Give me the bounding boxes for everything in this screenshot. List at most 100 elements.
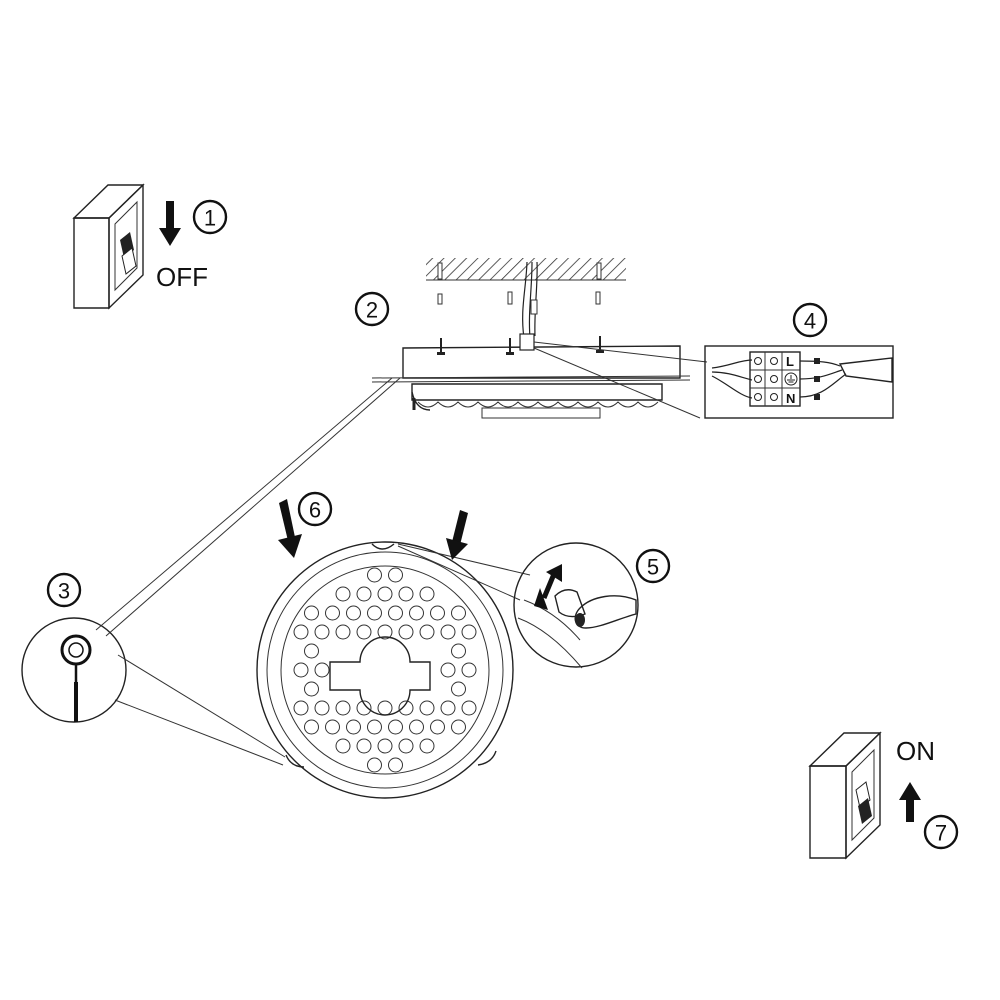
led-dot	[388, 757, 403, 773]
neutral-terminal-label: N	[786, 391, 795, 406]
step-1-badge: 1	[192, 199, 228, 235]
led-dot	[419, 586, 435, 602]
led-dot	[398, 738, 414, 754]
step-1-number: 1	[204, 206, 216, 231]
led-dot	[293, 700, 309, 716]
led-dot	[419, 624, 435, 640]
led-dot	[377, 586, 393, 602]
ceiling-hatch	[426, 258, 626, 280]
step-4-number: 4	[804, 309, 816, 334]
led-dot	[356, 738, 372, 754]
led-dot	[335, 738, 351, 754]
led-dot	[325, 719, 340, 735]
led-dot	[398, 700, 414, 716]
led-dot	[314, 700, 330, 716]
led-dot	[388, 605, 403, 621]
wall-switch-on-icon	[808, 731, 882, 860]
led-dot	[356, 700, 372, 716]
led-dot	[377, 700, 393, 716]
switch-on-group: ON 7	[808, 731, 959, 860]
led-dot	[304, 719, 319, 735]
double-arrow-icon	[534, 564, 562, 610]
led-dot	[461, 700, 477, 716]
terminal-detail-group: 4 L N	[704, 302, 894, 419]
led-dot	[461, 624, 477, 640]
clip-detail-circle	[513, 542, 639, 668]
step-3-badge: 3	[46, 572, 82, 608]
step-3-number: 3	[58, 579, 70, 604]
center-bracket	[329, 636, 431, 716]
led-dot	[325, 605, 340, 621]
down-arrow-icon	[159, 201, 181, 246]
live-terminal-label: L	[786, 354, 794, 369]
step-5-number: 5	[647, 555, 659, 580]
led-dot	[461, 662, 477, 678]
led-dot	[440, 662, 456, 678]
led-dot	[377, 624, 393, 640]
wall-plugs	[437, 262, 602, 305]
off-label: OFF	[156, 262, 208, 292]
down-arrow-icon	[446, 510, 468, 560]
led-dot	[398, 586, 414, 602]
led-dot	[388, 567, 403, 583]
on-label: ON	[896, 736, 935, 766]
led-dot	[314, 624, 330, 640]
lamp-outer-ring	[256, 541, 514, 799]
led-dot	[430, 719, 445, 735]
led-dot	[346, 605, 361, 621]
up-arrow-icon	[899, 782, 921, 822]
mounting-group: 2	[354, 258, 708, 419]
rim-clips	[285, 543, 497, 768]
led-dot	[335, 624, 351, 640]
led-dot	[377, 738, 393, 754]
earth-detail-group: 3	[21, 377, 401, 766]
switch-off-group: OFF 1	[72, 183, 228, 310]
led-dot	[367, 757, 382, 773]
lamp-front-group: 6	[256, 491, 531, 799]
led-grid	[293, 567, 477, 773]
lamp-side-view	[411, 383, 663, 419]
led-dot	[367, 605, 382, 621]
led-dot	[451, 643, 466, 659]
led-dot	[335, 586, 351, 602]
led-dot	[440, 624, 456, 640]
step-2-badge: 2	[354, 291, 390, 327]
step-6-badge: 6	[297, 491, 333, 527]
terminal-detail-frame	[704, 345, 894, 419]
ground-symbol-icon	[784, 372, 798, 386]
led-dot	[451, 605, 466, 621]
step-7-badge: 7	[923, 814, 959, 850]
led-dot	[398, 624, 414, 640]
led-dot	[419, 738, 435, 754]
step-5-badge: 5	[635, 548, 671, 584]
led-dot	[335, 700, 351, 716]
wall-switch-off-icon	[72, 183, 145, 310]
step-2-number: 2	[366, 298, 378, 323]
led-dot	[388, 719, 403, 735]
step-4-badge: 4	[792, 302, 828, 338]
led-dot	[367, 719, 382, 735]
led-dot	[356, 624, 372, 640]
led-dot	[314, 662, 330, 678]
step-7-number: 7	[935, 821, 947, 846]
led-dot	[409, 605, 424, 621]
clip-detail-group: 5	[513, 542, 671, 669]
led-dot	[304, 643, 319, 659]
led-dot	[430, 605, 445, 621]
led-dot	[409, 719, 424, 735]
led-dot	[451, 681, 466, 697]
led-dot	[293, 624, 309, 640]
led-dot	[419, 700, 435, 716]
led-dot	[356, 586, 372, 602]
down-arrow-icon	[278, 499, 302, 558]
led-dot	[451, 719, 466, 735]
led-dot	[367, 567, 382, 583]
earth-loop-icon	[60, 634, 92, 722]
step-6-number: 6	[309, 498, 321, 523]
led-dot	[304, 605, 319, 621]
mounting-plate	[402, 345, 681, 379]
led-dot	[293, 662, 309, 678]
led-dot	[304, 681, 319, 697]
led-dot	[440, 700, 456, 716]
